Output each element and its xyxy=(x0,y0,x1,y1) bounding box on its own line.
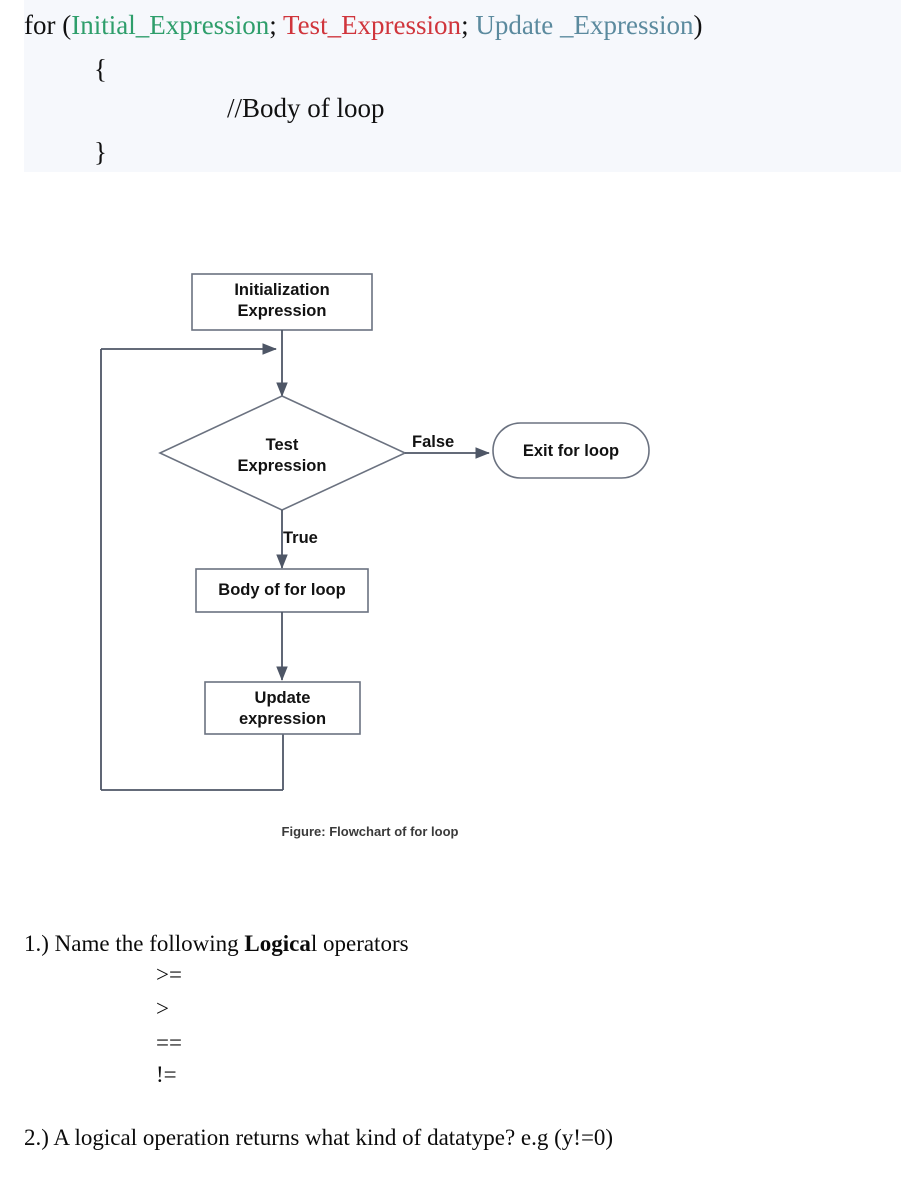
node-update-box xyxy=(204,681,361,735)
question-2: 2.) A logical operation returns what kin… xyxy=(24,1126,613,1149)
code-token-for-keyword: for ( xyxy=(24,10,72,40)
code-line-for-statement: for (Initial_Expression; Test_Expression… xyxy=(24,12,703,39)
node-label-body: Body of for loop xyxy=(218,581,346,599)
node-body-box xyxy=(195,568,369,613)
code-token-separator-1: ; xyxy=(269,10,283,40)
question-1-text-before: Name the following xyxy=(48,931,245,956)
code-line-body-comment: //Body of loop xyxy=(227,93,385,123)
operator-list-item: > xyxy=(156,996,169,1021)
node-label-update: Update expression xyxy=(238,689,327,728)
code-line-open-brace: { xyxy=(94,54,107,84)
question-1-number: 1.) xyxy=(24,931,49,956)
question-1: 1.) Name the following Logical operators xyxy=(24,932,409,955)
node-exit-pill xyxy=(492,422,650,479)
node-label-test: Test Expression xyxy=(237,436,327,475)
code-line-close-brace: } xyxy=(94,137,107,167)
operator-list-item: == xyxy=(156,1030,182,1055)
flowchart-diagram: Initialization Expression Test Expressio… xyxy=(100,273,650,839)
code-token-close-paren: ) xyxy=(693,10,703,40)
node-label-exit: Exit for loop xyxy=(522,442,620,460)
question-1-text-after: l operators xyxy=(310,931,409,956)
figure-caption: Figure: Flowchart of for loop xyxy=(281,824,459,839)
operator-list-item: != xyxy=(156,1062,177,1087)
node-label-initialization: Initialization Expression xyxy=(234,281,330,320)
code-token-separator-2: ; xyxy=(461,10,476,40)
code-snippet-block: for (Initial_Expression; Test_Expression… xyxy=(24,0,901,172)
question-2-number: 2.) xyxy=(24,1125,49,1150)
code-token-test-expression: Test_Expression xyxy=(282,10,462,40)
operator-list-item: >= xyxy=(156,962,182,987)
edge-label-true: True xyxy=(283,529,318,547)
code-token-initial-expression: Initial_Expression xyxy=(71,10,270,40)
node-initialization-box xyxy=(191,273,373,331)
question-1-bold-term: Logica xyxy=(244,931,311,956)
code-token-update-expression: Update _Expression xyxy=(475,10,694,40)
flowchart-svg xyxy=(100,273,650,791)
edge-label-false: False xyxy=(412,433,455,451)
question-2-text: A logical operation returns what kind of… xyxy=(48,1125,614,1150)
